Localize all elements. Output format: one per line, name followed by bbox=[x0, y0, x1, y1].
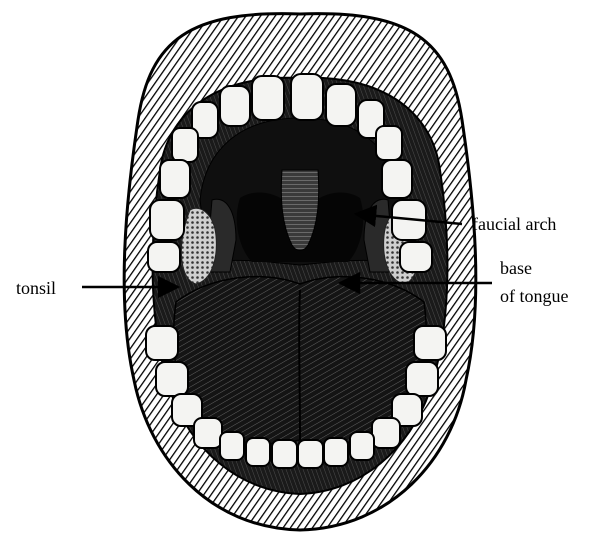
tonsil-label: tonsil bbox=[16, 278, 56, 298]
faucial-arch-label: faucial arch bbox=[472, 214, 556, 234]
base-of-tongue-label-line2: of tongue bbox=[500, 286, 568, 306]
base-of-tongue-label-line1: base bbox=[500, 258, 532, 278]
tongue-midline bbox=[299, 290, 300, 440]
